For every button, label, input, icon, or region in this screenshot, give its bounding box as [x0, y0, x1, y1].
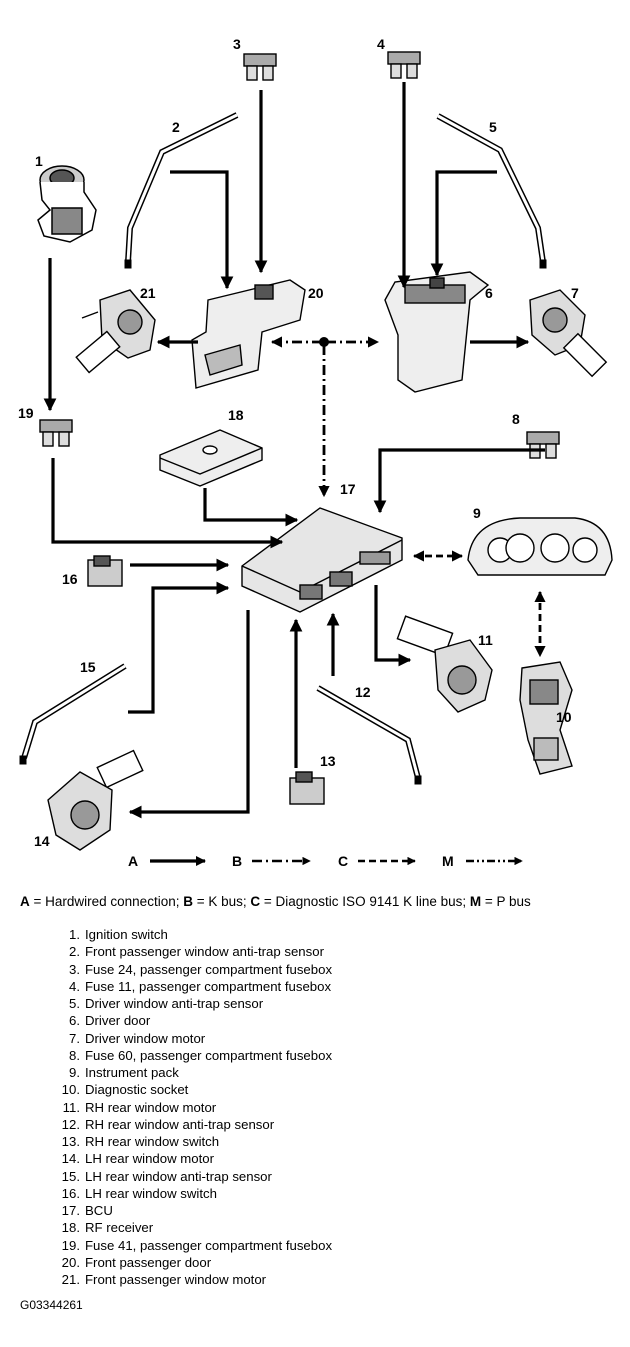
callout-19: 19: [18, 405, 34, 421]
caption-b-text: = K bus;: [192, 894, 251, 909]
legend-label-m: M: [442, 853, 454, 869]
legend-label-c: C: [338, 853, 348, 869]
legend-item: 16.LH rear window switch: [61, 1185, 217, 1201]
callout-8: 8: [512, 411, 520, 427]
callout-7: 7: [571, 285, 579, 301]
callout-16: 16: [62, 571, 78, 587]
front-passenger-anti-trap-sensor-drawing: [124, 112, 239, 269]
callout-18: 18: [228, 407, 244, 423]
driver-window-motor-drawing: [529, 289, 608, 378]
legend-item: 21.Front passenger window motor: [61, 1272, 267, 1287]
callout-12: 12: [355, 684, 371, 700]
driver-anti-trap-sensor-drawing: [436, 113, 547, 269]
legend-item: 7.Driver window motor: [69, 1030, 206, 1046]
legend-item: 5.Driver window anti-trap sensor: [69, 996, 264, 1011]
k-bus-connections: [270, 336, 380, 498]
lh-rear-window-switch-drawing: [87, 555, 123, 587]
legend-item: 19.Fuse 41, passenger compartment fusebo…: [61, 1237, 333, 1253]
instrument-pack-drawing: [467, 517, 613, 576]
rh-rear-window-switch-drawing: [289, 771, 325, 805]
diagnostic-k-line-connections: [412, 550, 546, 658]
wiring-diagram: A B C M 1 2 3 4 5 6 7 8 9 10 11 12 13 14…: [18, 36, 613, 869]
figure-id: G03344261: [20, 1298, 83, 1312]
callout-6: 6: [485, 285, 493, 301]
callout-2: 2: [172, 119, 180, 135]
legend-label-a: A: [128, 853, 138, 869]
legend-item: 18.RF receiver: [61, 1220, 154, 1236]
legend-item: 4.Fuse 11, passenger compartment fusebox: [69, 978, 332, 994]
caption-c-key: C: [250, 894, 261, 909]
callout-11: 11: [478, 632, 493, 648]
legend-item: 15.LH rear window anti-trap sensor: [61, 1168, 272, 1184]
callout-15: 15: [80, 659, 96, 675]
rf-receiver-drawing: [159, 429, 263, 487]
caption-m-key: M: [469, 894, 482, 909]
front-passenger-window-motor-drawing: [75, 289, 156, 374]
component-legend-list: 1.Ignition switch 2.Front passenger wind…: [58, 926, 332, 1288]
ignition-switch-drawing: [37, 165, 97, 243]
legend-item: 6.Driver door: [69, 1013, 151, 1029]
legend-item: 20.Front passenger door: [61, 1254, 212, 1270]
legend-item: 8.Fuse 60, passenger compartment fusebox: [69, 1047, 333, 1063]
legend-item: 14.LH rear window motor: [61, 1151, 214, 1167]
legend-item: 12.RH rear window anti-trap sensor: [61, 1116, 275, 1132]
driver-door-switch-drawing: [384, 271, 490, 393]
diagnostic-socket-drawing: [519, 661, 573, 775]
callout-3: 3: [233, 36, 241, 52]
fuse-41-drawing: [39, 419, 73, 447]
legend-item: 13.RH rear window switch: [61, 1134, 220, 1149]
callout-13: 13: [320, 753, 336, 769]
caption-b-key: B: [183, 894, 193, 909]
callout-21: 21: [140, 285, 156, 301]
callout-4: 4: [377, 36, 385, 52]
lh-rear-window-motor-drawing: [47, 749, 144, 851]
legend-item: 10.Diagnostic socket: [61, 1082, 189, 1098]
fuse-11-drawing: [387, 51, 421, 79]
line-type-legend: A B C M: [128, 853, 523, 869]
rh-rear-window-motor-drawing: [396, 615, 493, 713]
callout-1: 1: [35, 153, 43, 169]
rh-rear-anti-trap-sensor-drawing: [316, 685, 422, 785]
caption-m-text: = P bus: [481, 894, 531, 909]
legend-item: 3.Fuse 24, passenger compartment fusebox: [69, 961, 333, 977]
callout-numbers: 1 2 3 4 5 6 7 8 9 10 11 12 13 14 15 16 1…: [18, 36, 579, 849]
bcu-drawing: [241, 507, 403, 613]
callout-14: 14: [34, 833, 50, 849]
lh-rear-anti-trap-sensor-drawing: [19, 663, 127, 765]
fuse-24-drawing: [243, 53, 277, 81]
legend-item: 9.Instrument pack: [69, 1065, 179, 1080]
legend-item: 11.RH rear window motor: [62, 1099, 217, 1115]
front-passenger-door-switch-drawing: [191, 279, 306, 389]
legend-item: 2.Front passenger window anti-trap senso…: [69, 944, 324, 960]
callout-20: 20: [308, 285, 324, 301]
hardwired-connections: [43, 82, 545, 819]
legend-label-b: B: [232, 853, 242, 869]
caption-c-text: = Diagnostic ISO 9141 K line bus;: [260, 894, 470, 909]
line-type-caption: A = Hardwired connection; B = K bus; C =…: [20, 894, 531, 909]
k-bus-junction: [319, 337, 329, 347]
callout-9: 9: [473, 505, 481, 521]
caption-a-key: A: [20, 894, 30, 909]
callout-17: 17: [340, 481, 356, 497]
fuse-60-drawing: [526, 431, 560, 459]
legend-item: 17.BCU: [61, 1203, 113, 1218]
caption-a-text: = Hardwired connection;: [29, 894, 184, 909]
callout-10: 10: [556, 709, 572, 725]
legend-item: 1.Ignition switch: [69, 927, 168, 942]
callout-5: 5: [489, 119, 497, 135]
